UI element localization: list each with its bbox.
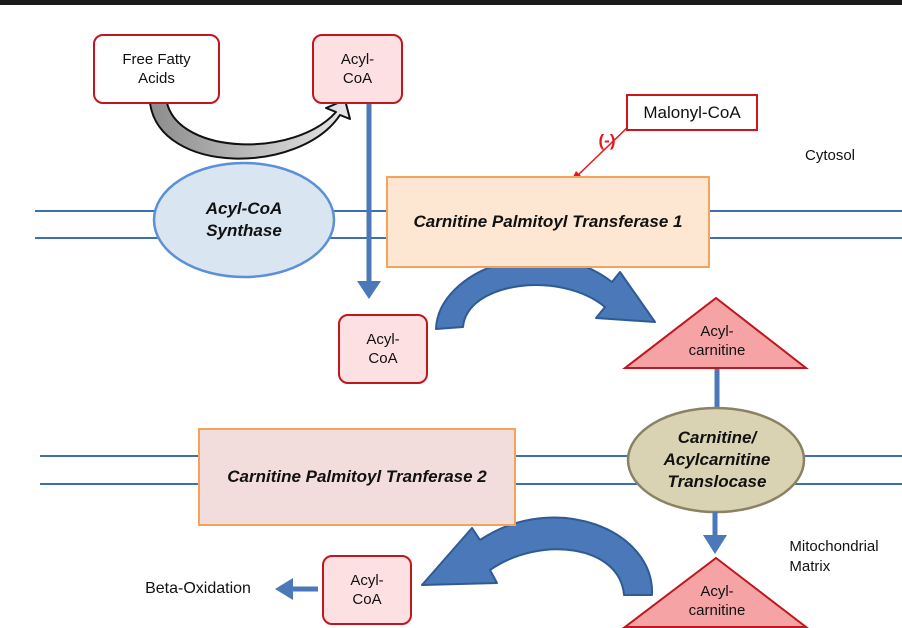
cytosol-label: Cytosol bbox=[804, 146, 856, 164]
acylcarnitine-top-label: Acyl- carnitine bbox=[688, 323, 746, 359]
acyl-coa-synthase-label: Acyl-CoA Synthase bbox=[205, 199, 283, 240]
malonyl-coa-box: Malonyl-CoA bbox=[626, 94, 758, 131]
acyl-coa-bottom-box: Acyl- CoA bbox=[322, 555, 412, 625]
down-arrow-icon bbox=[357, 101, 381, 299]
mitochondrial-matrix-label: Mitochondrial Matrix bbox=[789, 538, 879, 575]
cpt1-label: Carnitine Palmitoyl Transferase 1 bbox=[413, 212, 683, 231]
curved-arrow-icon bbox=[435, 257, 656, 330]
acyl-coa-bottom-label: Acyl- CoA bbox=[350, 572, 384, 608]
top-rule bbox=[0, 0, 902, 5]
cpt1-box: Carnitine Palmitoyl Transferase 1 bbox=[386, 176, 710, 268]
cpt2-label: Carnitine Palmitoyl Tranferase 2 bbox=[227, 467, 487, 486]
curved-arrow-icon bbox=[149, 99, 351, 160]
acyl-coa-synthase-enzyme bbox=[152, 161, 336, 279]
beta-oxidation-text: Beta-Oxidation bbox=[130, 578, 266, 600]
beta-oxidation-label: Beta-Oxidation bbox=[145, 580, 251, 597]
free-fatty-acids-label: Free Fatty Acids bbox=[122, 51, 191, 87]
acylcarnitine-triangle-bottom bbox=[622, 556, 809, 628]
mitochondrial-matrix-region-label: Mitochondrial Matrix bbox=[780, 535, 888, 579]
acylcarnitine-top-text: Acyl- carnitine bbox=[670, 320, 764, 362]
acyl-coa-top-label: Acyl- CoA bbox=[340, 51, 375, 87]
acyl-coa-mid-box: Acyl- CoA bbox=[338, 314, 428, 384]
acyl-coa-mid-label: Acyl- CoA bbox=[366, 331, 400, 367]
malonyl-coa-label: Malonyl-CoA bbox=[643, 102, 741, 122]
acylcarnitine-triangle-top bbox=[622, 296, 809, 369]
translocase-text: Carnitine/ Acylcarnitine Translocase bbox=[640, 424, 794, 496]
acyl-coa-synthase-text: Acyl-CoA Synthase bbox=[170, 190, 318, 250]
inhibition-label: (-) bbox=[598, 131, 616, 150]
curved-arrow-icon bbox=[421, 516, 654, 596]
free-fatty-acids-box: Free Fatty Acids bbox=[93, 34, 220, 104]
acylcarnitine-bottom-label: Acyl- carnitine bbox=[688, 583, 746, 619]
left-arrow-icon bbox=[275, 578, 318, 600]
acylcarnitine-bottom-text: Acyl- carnitine bbox=[670, 580, 764, 622]
cpt2-box: Carnitine Palmitoyl Tranferase 2 bbox=[198, 428, 516, 526]
inhibition-sign: (-) bbox=[592, 130, 622, 152]
acyl-coa-top-box: Acyl- CoA bbox=[312, 34, 403, 104]
down-arrow-icon bbox=[703, 512, 727, 554]
cytosol-region-label: Cytosol bbox=[790, 144, 870, 166]
translocase-label: Carnitine/ Acylcarnitine Translocase bbox=[663, 428, 771, 491]
